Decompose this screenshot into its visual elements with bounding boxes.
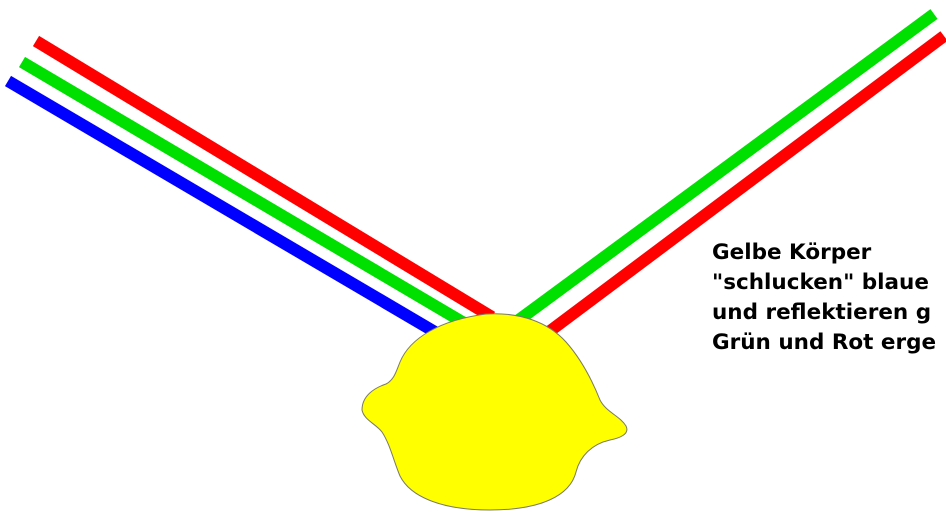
incoming-blue-ray bbox=[4, 75, 456, 348]
incoming-green-ray bbox=[18, 56, 480, 336]
incoming-red-ray bbox=[32, 35, 496, 323]
explanation-text: Gelbe Körper "schlucken" blaue und refle… bbox=[712, 238, 946, 358]
caption-line-1: Gelbe Körper bbox=[712, 240, 872, 265]
caption-line-4: Grün und Rot erge bbox=[712, 330, 937, 355]
caption-line-3: und reflektieren g bbox=[712, 300, 932, 325]
caption-line-2: "schlucken" blaue bbox=[712, 270, 929, 295]
incoming-light-rays bbox=[4, 35, 496, 348]
reflected-green-ray bbox=[512, 9, 938, 327]
reflected-light-rays bbox=[512, 9, 946, 345]
reflected-red-ray bbox=[534, 31, 946, 345]
lemon-icon bbox=[361, 313, 628, 511]
